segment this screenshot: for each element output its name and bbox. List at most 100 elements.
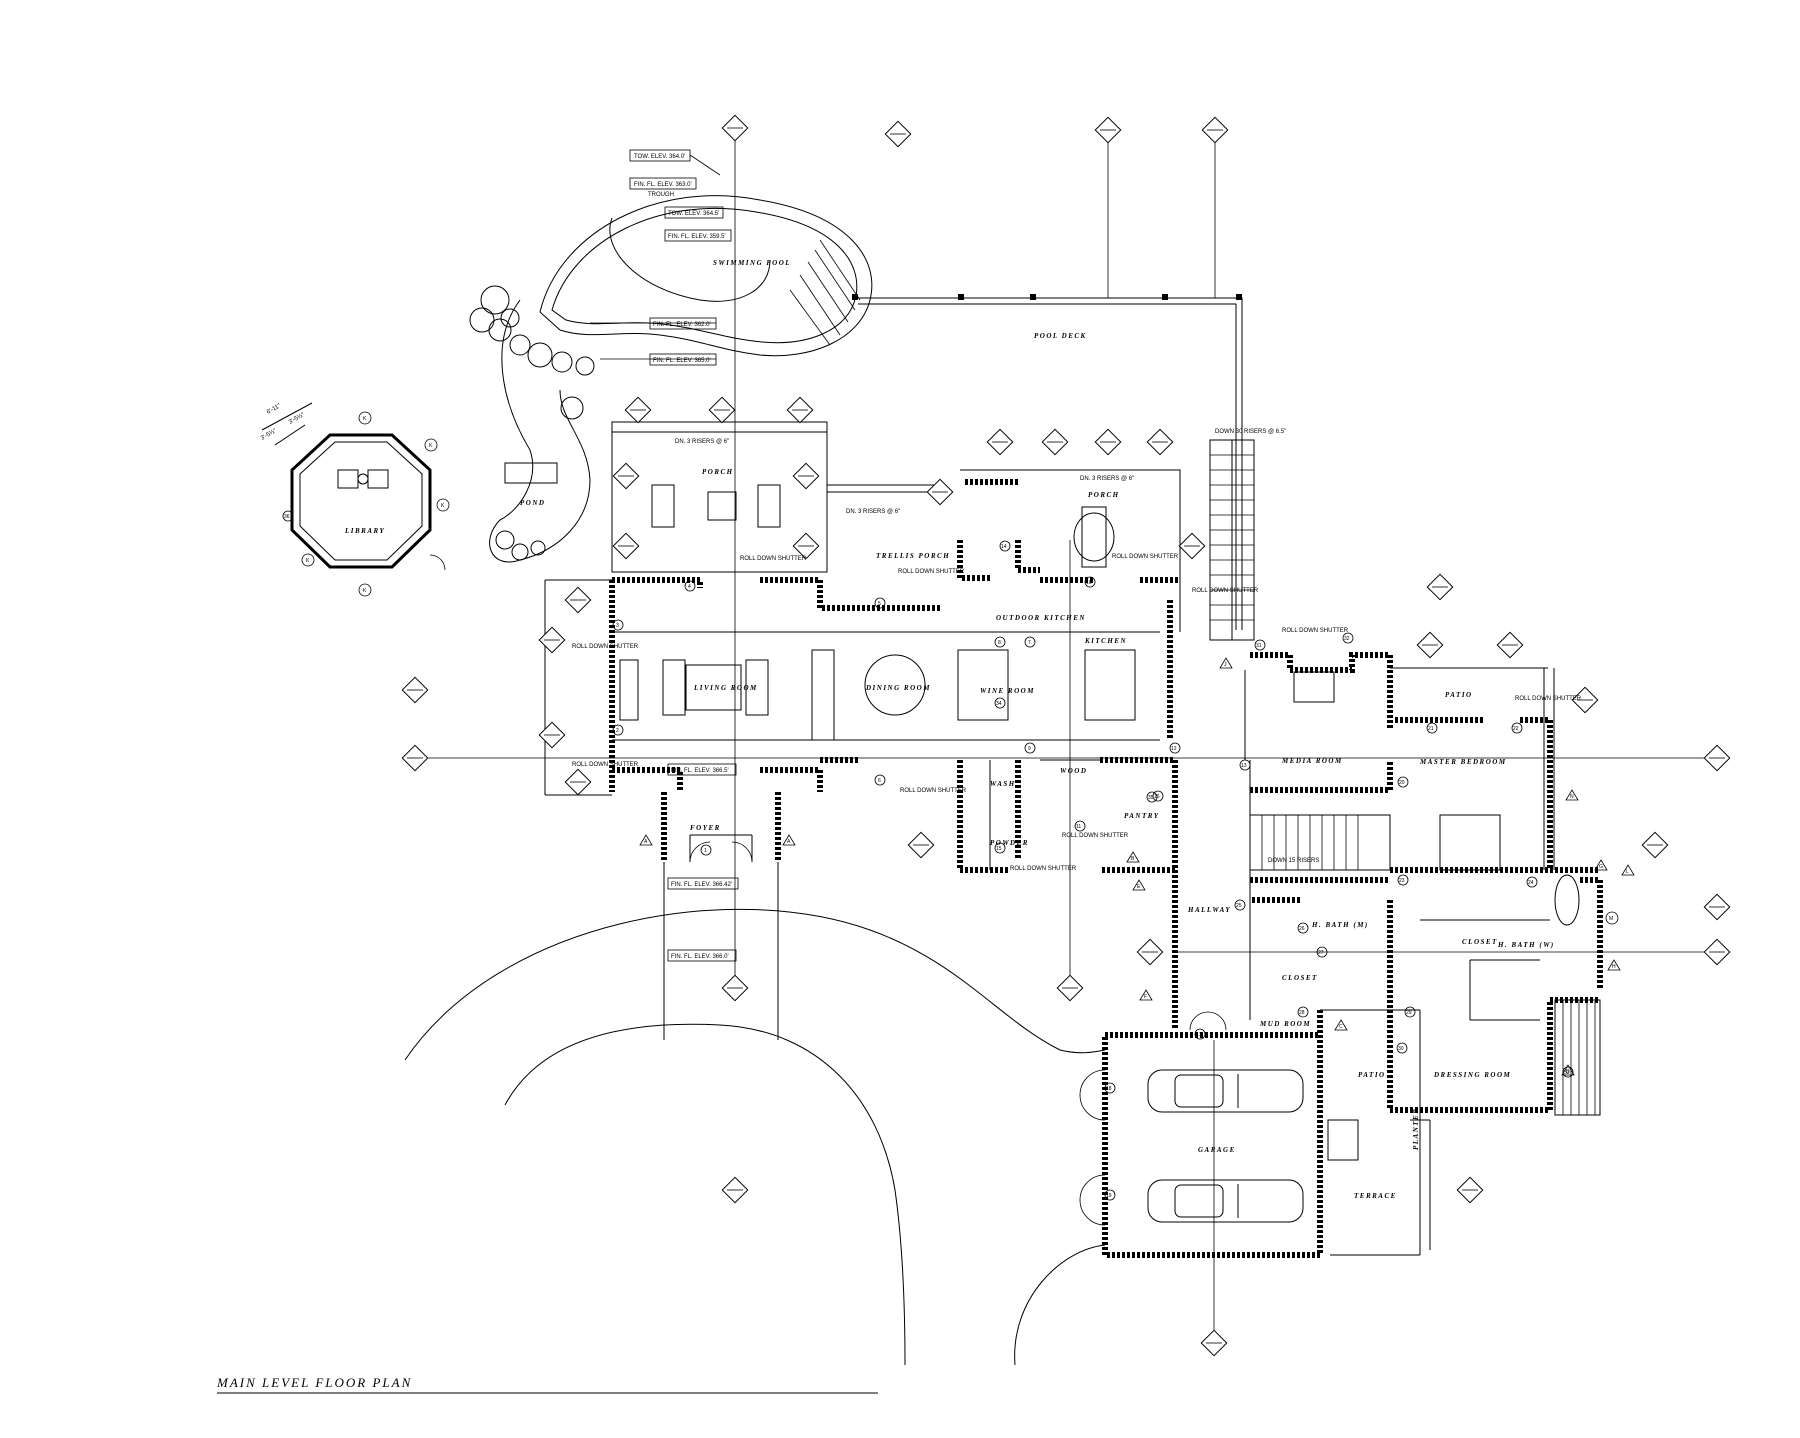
finish-elevation-note-1: FIN. FL. ELEV. 363.0' bbox=[634, 182, 692, 188]
foyer-label: FOYER bbox=[690, 824, 721, 832]
finish-elevation-note-2: FIN. FL. ELEV. 359.5' bbox=[668, 234, 726, 240]
down-risers-note: DOWN 30 RISERS @ 6.5" bbox=[1215, 429, 1286, 435]
top-elevation-note-1: TOW. ELEV. 364.0' bbox=[634, 154, 685, 160]
furniture bbox=[619, 484, 1580, 926]
patio-mid-label: PATIO bbox=[1358, 1071, 1386, 1079]
window-tag-a-1: A bbox=[644, 839, 648, 845]
h-bath-2-label: H. BATH (W) bbox=[1497, 941, 1555, 949]
trough-note: TROUGH bbox=[648, 192, 674, 198]
door-tag-1: 1 bbox=[704, 848, 707, 854]
door-tag-30: 30 bbox=[1398, 1046, 1404, 1052]
porch-right-label: PORCH bbox=[1088, 491, 1120, 499]
window-tag-m: M bbox=[1609, 916, 1613, 922]
terrace-stair bbox=[1554, 999, 1601, 1116]
window-tag-k-4: K bbox=[306, 558, 310, 564]
dimension-1: 6'-11" bbox=[266, 403, 282, 416]
kitchen-label: KITCHEN bbox=[1084, 637, 1127, 645]
finish-elevation-note-4: FIN. FL. ELEV. 365.0' bbox=[653, 358, 711, 364]
door-tag-18: 18 bbox=[1106, 1086, 1112, 1092]
door-tag-11: 11 bbox=[1076, 824, 1081, 830]
finish-elevation-note-7: FIN. FL. ELEV. 366.0' bbox=[671, 954, 729, 960]
window-tag-e: E bbox=[1137, 884, 1141, 890]
main-house-walls bbox=[544, 421, 1603, 1258]
shutter-note-4: ROLL DOWN SHUTTER bbox=[1192, 588, 1259, 594]
library bbox=[261, 402, 432, 569]
shutter-note-9: ROLL DOWN SHUTTER bbox=[900, 788, 967, 794]
window-tag-a-2: A bbox=[787, 839, 791, 845]
top-elevation-note-2: TOW. ELEV. 364.5' bbox=[668, 211, 719, 217]
shutter-note-6: ROLL DOWN SHUTTER bbox=[1515, 696, 1582, 702]
library-label: LIBRARY bbox=[344, 527, 385, 535]
swimming-pool-label: SWIMMING POOL bbox=[713, 259, 791, 267]
hallway-label: HALLWAY bbox=[1187, 906, 1231, 914]
door-tag-2: 2 bbox=[616, 728, 619, 734]
door-tag-23: 23 bbox=[1399, 878, 1405, 884]
car-1-icon bbox=[1147, 1069, 1304, 1113]
dressing-room-label: DRESSING ROOM bbox=[1433, 1071, 1511, 1079]
door-tag-28: 28 bbox=[1299, 1010, 1305, 1016]
door-tag-6: 6 bbox=[878, 778, 881, 784]
door-tags: 1 2 3 4 5 6 7 8 9 10 11 12 13 14 15 16 1… bbox=[282, 510, 1574, 1201]
window-tag-b: B bbox=[1131, 856, 1135, 862]
dining-room-label: DINING ROOM bbox=[865, 684, 931, 692]
garage-label: GARAGE bbox=[1198, 1146, 1236, 1154]
dimension-3: 3'-5½" bbox=[288, 411, 306, 426]
risers-note-1: DN. 3 RISERS @ 6" bbox=[675, 439, 729, 445]
shutter-note-1: ROLL DOWN SHUTTER bbox=[740, 556, 807, 562]
window-tag-g: G bbox=[1599, 864, 1603, 870]
shutter-note-5: ROLL DOWN SHUTTER bbox=[1282, 628, 1349, 634]
master-bedroom-label: MASTER BEDROOM bbox=[1419, 758, 1507, 766]
door-tag-3: 3 bbox=[616, 623, 619, 629]
pond-landscape bbox=[469, 285, 595, 563]
car-2-icon bbox=[1147, 1179, 1304, 1223]
door-tag-33: 33 bbox=[1564, 1070, 1570, 1076]
window-tag-k-3: K bbox=[363, 588, 367, 594]
door-tag-8: 8 bbox=[998, 640, 1001, 646]
door-tag-15: 15 bbox=[996, 846, 1002, 852]
shutter-note-7: ROLL DOWN SHUTTER bbox=[572, 644, 639, 650]
pantry-label: PANTRY bbox=[1124, 812, 1160, 820]
window-tag-h: H bbox=[1612, 964, 1616, 970]
risers-note-3: DN. 3 RISERS @ 6" bbox=[1080, 476, 1134, 482]
swimming-pool bbox=[539, 195, 873, 357]
window-tag-l: L bbox=[1626, 869, 1629, 875]
door-tag-31: 31 bbox=[1256, 643, 1262, 649]
planter-label: PLANTER bbox=[1412, 1108, 1420, 1150]
wash-label: WASH bbox=[990, 780, 1016, 788]
media-room-label: MEDIA ROOM bbox=[1281, 757, 1343, 765]
door-tag-26: 26 bbox=[1299, 926, 1305, 932]
door-tag-22: 22 bbox=[1513, 726, 1519, 732]
outdoor-kitchen-label: OUTDOOR KITCHEN bbox=[996, 614, 1086, 622]
shutter-note-2: ROLL DOWN SHUTTER bbox=[898, 569, 965, 575]
shutter-note-8: ROLL DOWN SHUTTER bbox=[572, 762, 639, 768]
door-tag-24: 24 bbox=[1528, 880, 1534, 886]
h-bath-label: H. BATH (M) bbox=[1311, 921, 1369, 929]
closet-2-label: CLOSET bbox=[1462, 938, 1498, 946]
exterior-stair bbox=[1209, 439, 1255, 641]
door-tag-4: 4 bbox=[688, 584, 691, 590]
door-tag-21: 21 bbox=[1428, 726, 1434, 732]
finish-elevation-note-3: FIN. FL. ELEV. 362.0' bbox=[653, 322, 711, 328]
plan-title: MAIN LEVEL FLOOR PLAN bbox=[216, 1375, 412, 1390]
finish-elevation-note-6: FIN. FL. ELEV. 366.42' bbox=[671, 882, 732, 888]
door-tag-17: 17 bbox=[1196, 1032, 1202, 1038]
shutter-note-3: ROLL DOWN SHUTTER bbox=[1112, 554, 1179, 560]
door-tag-20: 20 bbox=[1399, 780, 1405, 786]
door-tag-5: 5 bbox=[878, 601, 881, 607]
pool-deck bbox=[852, 294, 1243, 630]
window-tag-k-2: K bbox=[441, 503, 445, 509]
window-tag-k-5: K bbox=[363, 416, 367, 422]
window-tag-d: D bbox=[1566, 1069, 1570, 1075]
mud-room-label: MUD ROOM bbox=[1259, 1020, 1311, 1028]
door-tag-7: 7 bbox=[1028, 640, 1031, 646]
door-tag-13: 13 bbox=[1241, 763, 1247, 769]
door-tag-9: 9 bbox=[1028, 746, 1031, 752]
door-tag-27: 27 bbox=[1318, 950, 1324, 956]
living-room-label: LIVING ROOM bbox=[693, 684, 758, 692]
window-tag-k-1: K bbox=[429, 443, 433, 449]
door-tag-25: 25 bbox=[1236, 903, 1242, 909]
driveway bbox=[404, 862, 1106, 1366]
window-tag-c: C bbox=[1339, 1024, 1343, 1030]
section-markers bbox=[401, 114, 1731, 1357]
door-tag-29: 29 bbox=[1406, 1010, 1412, 1016]
